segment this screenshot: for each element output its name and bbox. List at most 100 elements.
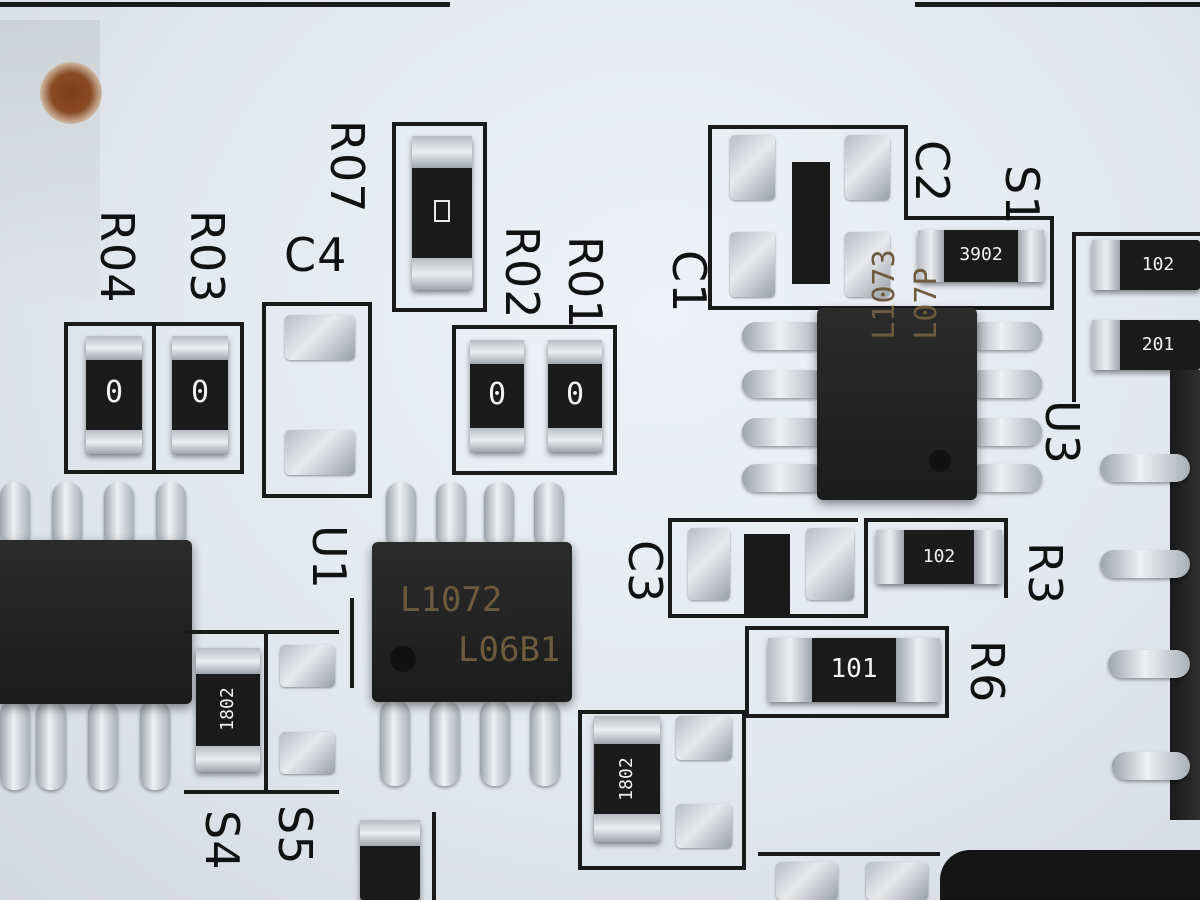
label-s5: S5 (268, 805, 322, 866)
ic-lead (968, 464, 1042, 492)
resistor-r6: 101 (768, 638, 940, 702)
silkscreen-outline (1004, 518, 1008, 598)
silkscreen-outline (392, 308, 487, 312)
silkscreen-outline (64, 322, 68, 474)
ic-lead (140, 700, 170, 790)
ic-lead (430, 700, 460, 786)
silkscreen-outline (578, 710, 582, 870)
ic-lead (742, 418, 826, 446)
ic-u3-line2: L07P (909, 267, 944, 340)
ic-lead (480, 700, 510, 786)
label-r04: R04 (90, 210, 144, 304)
ic-lead (156, 482, 186, 548)
solder-pad (688, 528, 730, 600)
ic-lead (968, 370, 1042, 398)
label-c1: C1 (662, 250, 716, 314)
label-s4: S4 (195, 810, 249, 871)
ic-lead (968, 322, 1042, 350)
silkscreen-outline (708, 125, 712, 310)
ic-lead (0, 700, 30, 790)
pin1-dot (390, 646, 416, 672)
resistor-s4: 1802 (196, 648, 260, 772)
solder-pad (676, 804, 732, 848)
silkscreen-outline (745, 714, 949, 718)
resistor-r03: 0 (172, 336, 228, 454)
silkscreen-outline (452, 325, 456, 475)
ic-lead (386, 482, 416, 548)
silkscreen-outline (668, 614, 868, 618)
resistor-right-bottom: 201 (1092, 320, 1200, 370)
silkscreen-outline (613, 325, 617, 475)
resistor-r04: 0 (86, 336, 142, 454)
silkscreen-outline (904, 125, 908, 220)
ic-left (0, 540, 192, 704)
pin1-dot (929, 450, 951, 472)
ic-lead (742, 322, 826, 350)
connector-pin (1108, 650, 1190, 678)
silkscreen-line (0, 2, 450, 7)
ic-lead (968, 418, 1042, 446)
resistor-r07 (412, 136, 472, 290)
ic-lead (530, 700, 560, 786)
solder-pad (280, 645, 335, 687)
resistor-s1: 3902 (918, 230, 1044, 282)
via-hole (40, 62, 102, 124)
solder-pad (806, 528, 854, 600)
resistor-s5: 1802 (594, 716, 660, 842)
silkscreen-outline (864, 518, 868, 618)
silkscreen-outline (904, 216, 1054, 220)
silkscreen-outline (262, 494, 372, 498)
resistor-bottom (360, 820, 420, 900)
label-u1: U1 (302, 525, 356, 590)
silkscreen-outline (1072, 232, 1200, 236)
worn-area (0, 20, 100, 300)
silkscreen-outline (668, 518, 672, 618)
ic-lead (436, 482, 466, 548)
silkscreen-outline (945, 626, 949, 718)
ic-lead (534, 482, 564, 548)
ic-u1-line1: L1072 (400, 580, 503, 620)
silkscreen-outline (1072, 232, 1076, 402)
silkscreen-outline (392, 122, 487, 126)
ic-lead (36, 700, 66, 790)
solder-pad (866, 862, 928, 900)
ic-lead (742, 370, 826, 398)
silkscreen-outline (264, 630, 268, 794)
label-u3: U3 (1035, 400, 1089, 465)
label-c3: C3 (618, 540, 672, 604)
ic-lead (0, 482, 30, 548)
silkscreen-outline (152, 322, 156, 474)
silkscreen-outline (1050, 216, 1054, 306)
silkscreen-outline (708, 125, 908, 129)
silkscreen-outline (392, 122, 396, 312)
silkscreen-outline (745, 626, 749, 718)
silkscreen-line (915, 2, 1200, 7)
silkscreen-outline (368, 302, 372, 498)
silkscreen-outline (668, 518, 858, 522)
ic-lead (104, 482, 134, 548)
solder-pad (845, 135, 890, 200)
resistor-r02: 0 (470, 340, 524, 452)
ic-lead (52, 482, 82, 548)
label-r6: R6 (960, 640, 1014, 704)
silkscreen-outline (452, 471, 617, 475)
label-r02: R02 (495, 226, 549, 320)
silkscreen-outline (578, 866, 743, 870)
ic-u3: L1073 L07P (817, 249, 977, 500)
polarity-bar (792, 162, 830, 284)
polarity-bar (744, 534, 790, 616)
silkscreen-outline (184, 790, 339, 794)
silkscreen-outline (262, 302, 266, 498)
ic-lead (380, 700, 410, 786)
silkscreen-outline (184, 630, 339, 634)
connector-body (1170, 370, 1200, 820)
ic-u1-line2: L06B1 (458, 630, 561, 670)
silkscreen-outline (240, 322, 244, 474)
silkscreen-outline (452, 325, 617, 329)
solder-pad (280, 732, 335, 774)
label-c2: C2 (905, 140, 959, 204)
label-r01: R01 (558, 236, 612, 330)
label-c4: C4 (284, 228, 348, 282)
solder-pad (285, 430, 355, 475)
